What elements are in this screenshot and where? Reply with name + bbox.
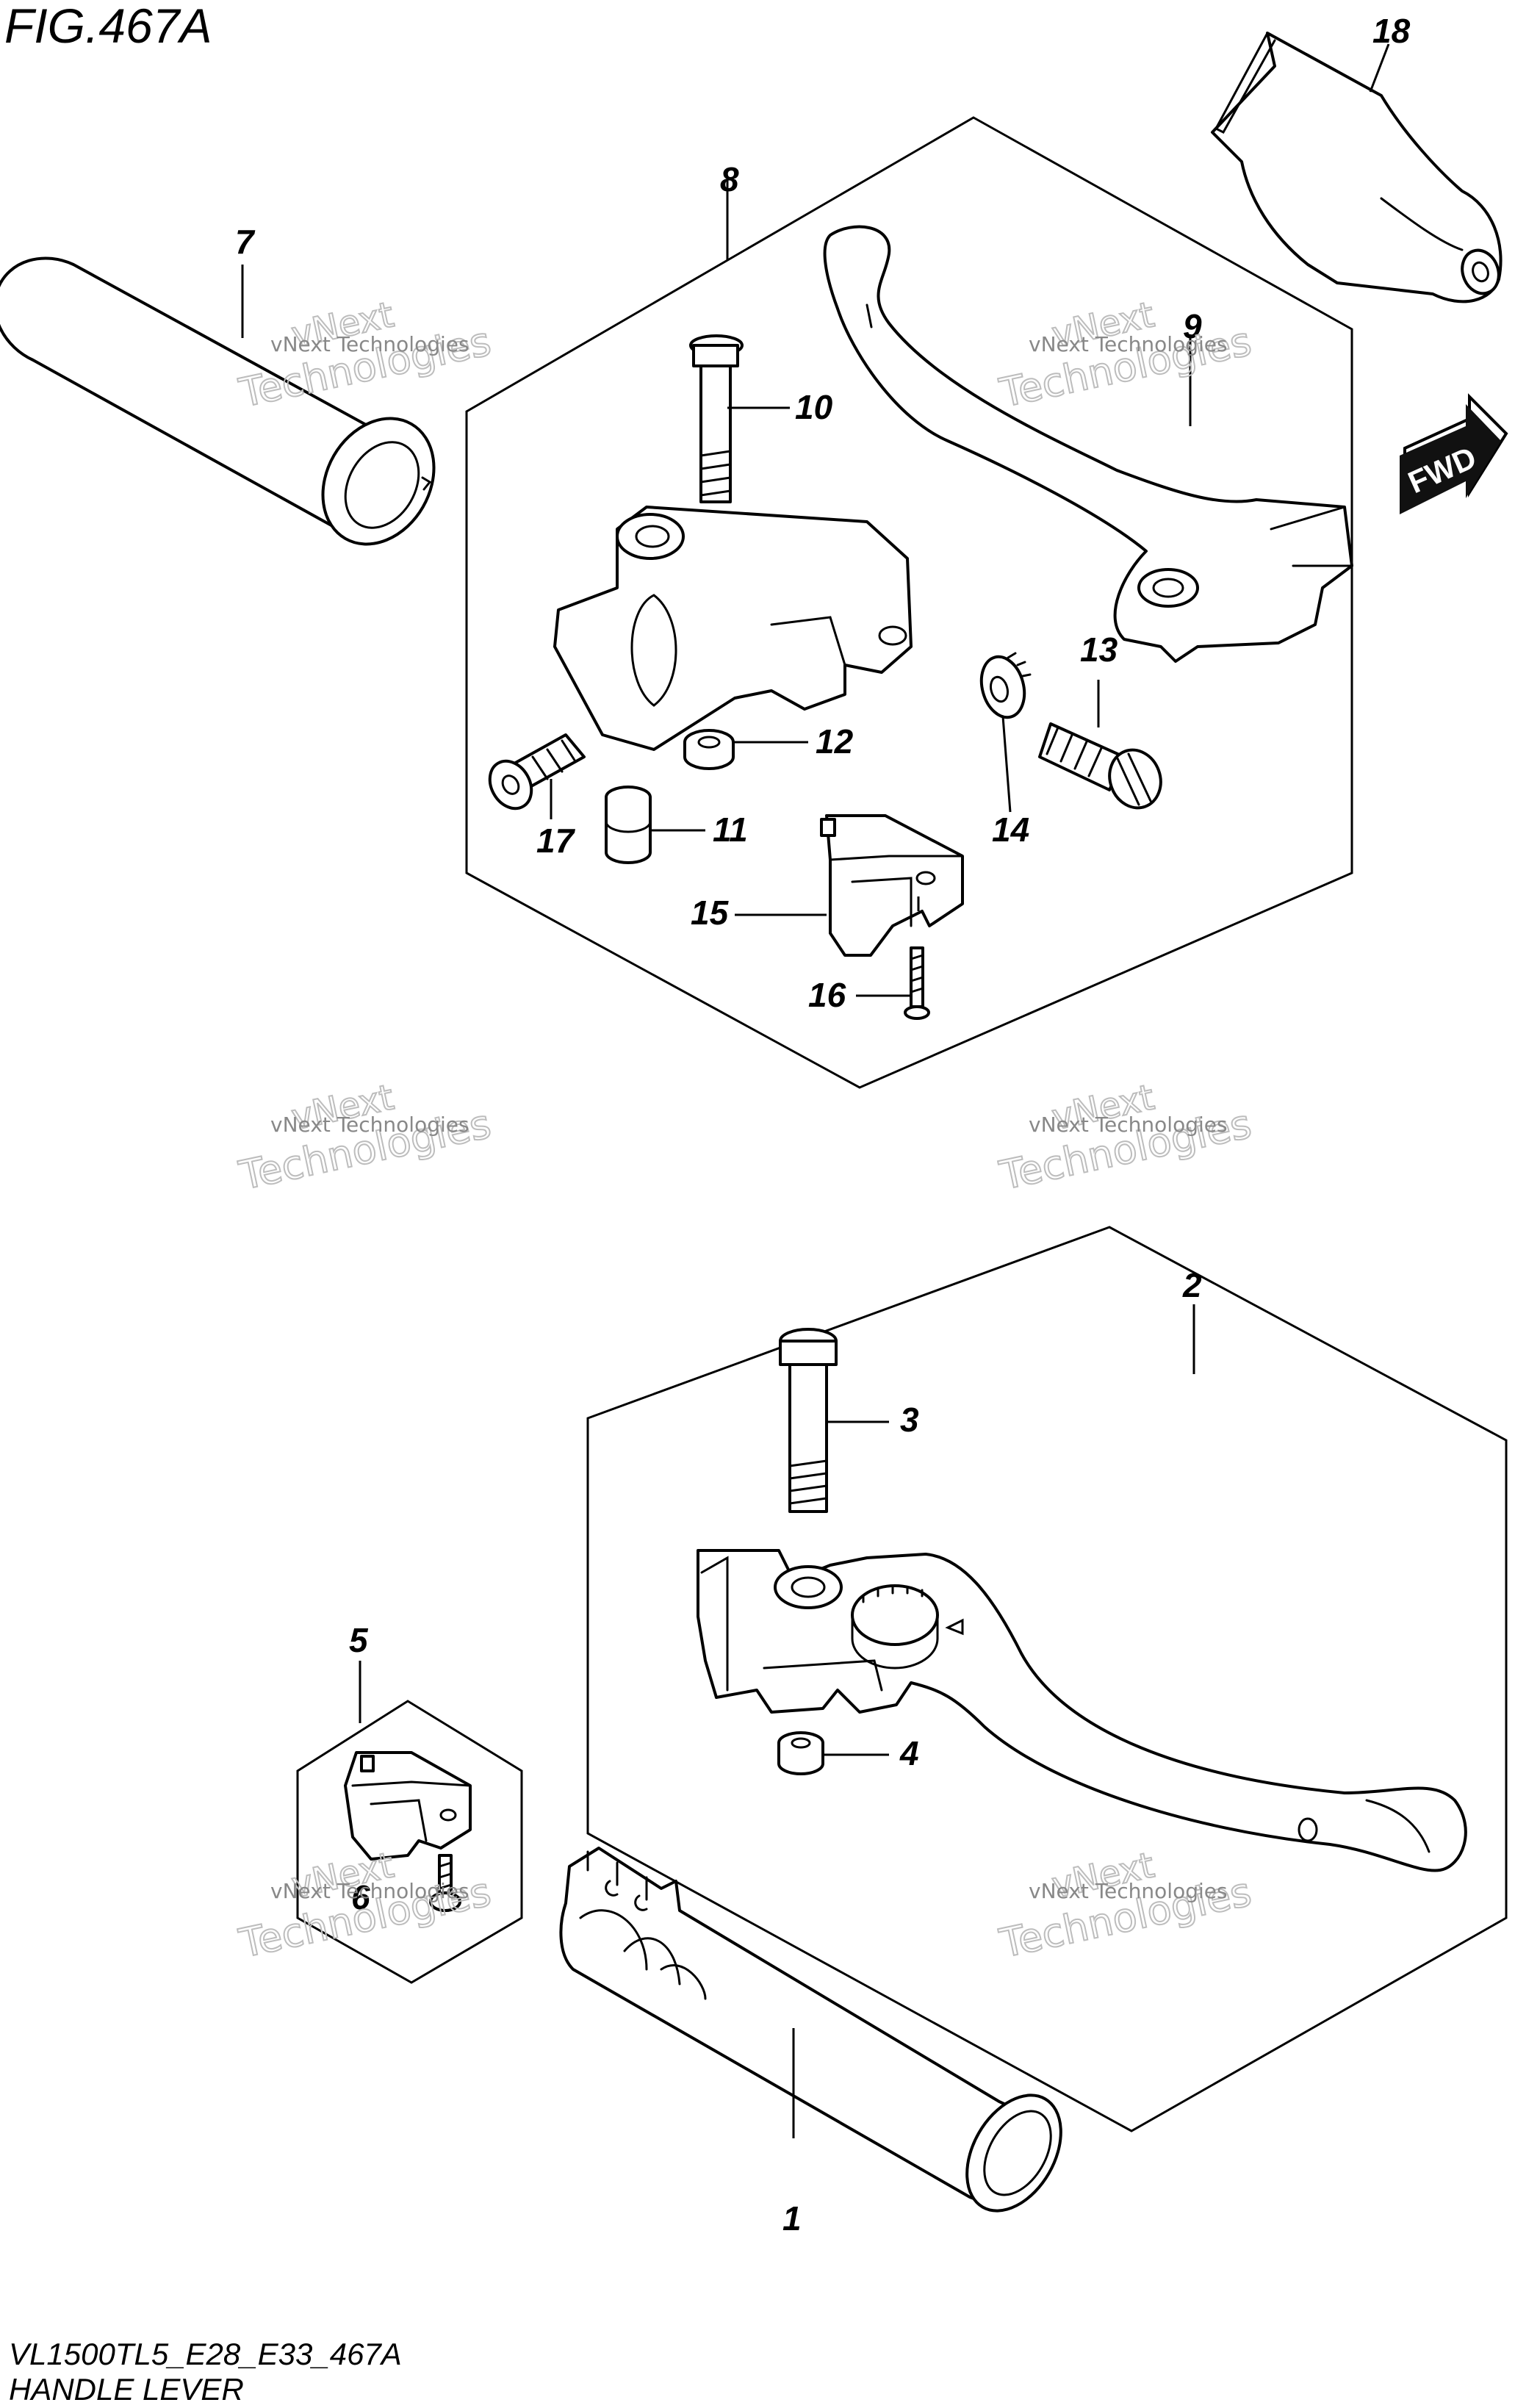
callout-6: 6	[351, 1878, 370, 1916]
group-outline-8	[465, 116, 1353, 1089]
part-1-throttle-grip	[559, 1847, 1062, 2213]
part-9-clutch-lever	[823, 225, 1353, 663]
callout-8: 8	[720, 160, 739, 198]
part-4-nut	[777, 1731, 824, 1775]
callout-2: 2	[1182, 1266, 1202, 1304]
fwd-badge: FWD	[1400, 393, 1508, 514]
model-code: VL1500TL5_E28_E33_467A	[9, 2337, 402, 2371]
callout-10: 10	[795, 388, 833, 426]
callout-9: 9	[1183, 307, 1202, 345]
watermark-6-label: vNext Technologies	[1029, 1879, 1228, 1903]
part-6-screw	[429, 1854, 461, 1912]
part-15-switch	[820, 814, 964, 957]
part-11-collar	[605, 786, 652, 864]
leader-lines	[241, 43, 1390, 2138]
callout-17: 17	[536, 822, 576, 860]
part-17-screw	[488, 733, 586, 811]
part-14-adjuster-ring	[979, 652, 1032, 719]
part-10-bolt	[689, 334, 744, 503]
watermark-2-label: vNext Technologies	[1029, 332, 1228, 356]
callout-18: 18	[1372, 12, 1411, 50]
callout-13: 13	[1080, 630, 1118, 669]
callout-4: 4	[899, 1734, 919, 1772]
part-5-switch	[344, 1751, 472, 1861]
callout-12: 12	[816, 722, 854, 761]
watermark-1-label: vNext Technologies	[270, 332, 469, 356]
callout-11: 11	[713, 811, 748, 849]
watermark-5-label: vNext Technologies	[270, 1879, 469, 1903]
watermark-4-label: vNext Technologies	[1029, 1113, 1228, 1137]
callout-16: 16	[808, 976, 846, 1014]
part-3-pivot-bolt	[779, 1328, 838, 1513]
part-8-lever-bracket	[553, 506, 913, 751]
part-16-small-screw	[904, 946, 930, 1020]
callout-15: 15	[691, 894, 730, 932]
callout-numbers: 1 2 3 4 5 6 7 8 9 10 11 12 13 14 15 16 1…	[235, 12, 1411, 2238]
figure-title: FIG.467A	[4, 0, 212, 53]
group-outline-5	[296, 1700, 523, 1984]
part-13-adjuster-bolt	[1038, 722, 1162, 810]
callout-1: 1	[782, 2199, 802, 2238]
part-7-left-grip	[0, 256, 436, 546]
part-12-nut	[683, 729, 735, 770]
part-18-lever-cover	[1211, 32, 1503, 303]
callout-7: 7	[235, 223, 256, 261]
watermark-3-label: vNext Technologies	[270, 1113, 469, 1137]
callout-5: 5	[349, 1621, 369, 1659]
callout-14: 14	[992, 811, 1029, 849]
figure-caption: HANDLE LEVER	[9, 2372, 244, 2407]
group-outline-2	[586, 1226, 1508, 2132]
callout-3: 3	[900, 1401, 919, 1439]
part-2-brake-lever	[697, 1549, 1467, 1872]
